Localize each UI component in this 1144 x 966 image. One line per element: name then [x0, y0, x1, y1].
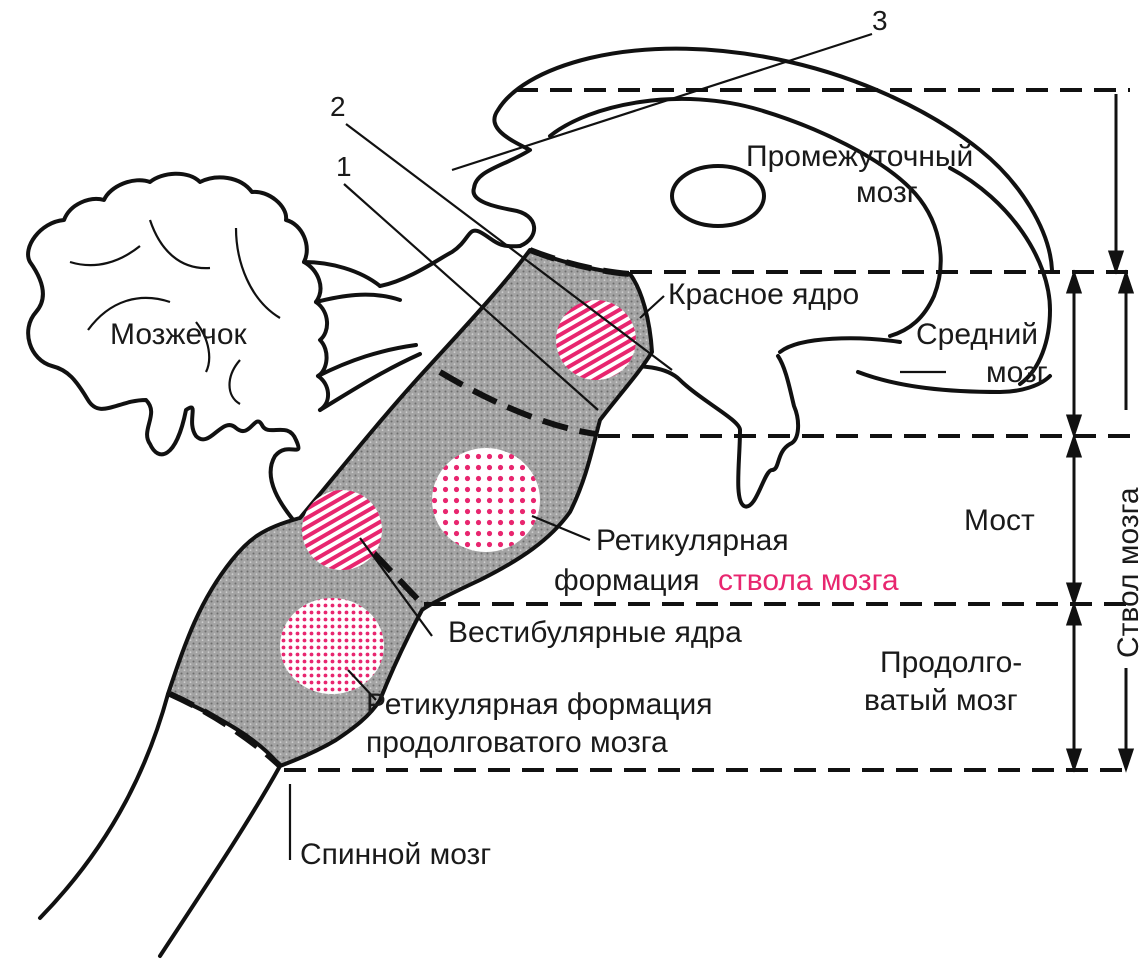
- label-reticular-stem-line2b: ствола мозга: [718, 564, 899, 597]
- vestibular-nuclei: [302, 490, 382, 570]
- label-pons: Мост: [964, 504, 1035, 537]
- cerebellum-folia: [70, 220, 280, 404]
- label-reticular-stem-line1: Ретикулярная: [596, 524, 789, 557]
- label-medulla-line1: Продолго-: [880, 646, 1022, 679]
- label-medulla-line2: ватый мозг: [864, 684, 1018, 717]
- reticular-formation-medulla: [280, 598, 384, 694]
- diencephalon-range-arrow: [1110, 94, 1122, 270]
- label-red-nucleus: Красное ядро: [668, 278, 859, 311]
- label-reticular-medulla-line1: Ретикулярная формация: [366, 688, 713, 721]
- label-diencephalon-line2: мозг: [856, 176, 918, 209]
- thalamus-nucleus: [672, 166, 764, 226]
- label-diencephalon-line1: Промежуточный: [746, 140, 973, 173]
- label-number-3: 3: [872, 5, 888, 36]
- label-cerebellum: Мозжечок: [110, 318, 248, 351]
- label-vestibular-nuclei: Вестибулярные ядра: [448, 616, 742, 649]
- label-reticular-stem-line2a: формация: [554, 564, 700, 597]
- label-midbrain-line2: мозг: [986, 356, 1048, 389]
- midbrain-range-arrow: [1068, 274, 1080, 434]
- reticular-formation-stem: [432, 448, 540, 552]
- label-midbrain-line1: Средний: [916, 318, 1038, 351]
- hemisphere-inner: [950, 168, 1050, 384]
- pons-base: [610, 356, 798, 507]
- pons-range-arrow: [1068, 438, 1080, 602]
- label-number-1: 1: [336, 151, 352, 182]
- label-spinal-cord: Спинной мозг: [300, 838, 491, 871]
- label-brainstem-vertical: Ствол мозга: [1112, 487, 1144, 658]
- label-reticular-medulla-line2: продолговатого мозга: [366, 726, 668, 759]
- medulla-range-arrow: [1068, 606, 1080, 768]
- label-number-2: 2: [330, 91, 346, 122]
